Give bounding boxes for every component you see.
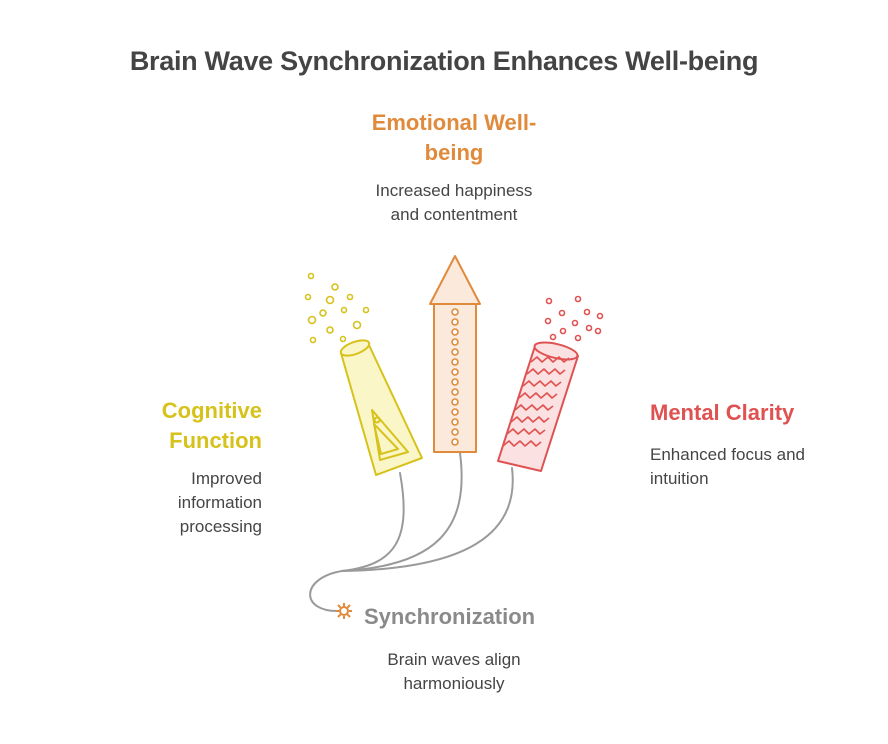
mental-clarity-heading: Mental Clarity: [650, 400, 795, 425]
mental-desc-line2: intuition: [650, 469, 709, 488]
mental-desc-line1: Enhanced focus and: [650, 445, 806, 464]
spark-icon: [336, 603, 352, 619]
cognitive-rocket-icon: [304, 272, 423, 476]
synchronization-desc-line1: Brain waves align: [387, 650, 521, 669]
fuse-to-cognitive: [341, 472, 405, 572]
emotional-desc-line1: Increased happiness: [375, 181, 533, 200]
emotional-rocket-icon: [429, 255, 481, 453]
tube-zigzags: [502, 356, 570, 447]
synchronization-heading: Synchronization: [364, 604, 536, 629]
cognitive-function-heading: Cognitive Function: [82, 396, 262, 456]
synchronization-description: Brain waves align harmoniously: [334, 648, 574, 696]
cognitive-heading-line2: Function: [169, 428, 262, 453]
rocket-nose-cone: [429, 255, 481, 305]
mental-sparks: [544, 295, 604, 342]
cognitive-desc-line2: information: [177, 493, 262, 512]
cognitive-heading-line1: Cognitive: [161, 398, 262, 423]
fuse-to-emotional: [341, 452, 463, 572]
emotional-desc-line2: and contentment: [390, 205, 518, 224]
mental-clarity-rocket-icon: [497, 295, 604, 472]
cognitive-sparks: [304, 272, 370, 344]
tube-top: [533, 341, 579, 361]
cognitive-desc-line3: processing: [179, 517, 262, 536]
synchronization-desc-line2: harmoniously: [403, 674, 505, 693]
cognitive-function-description: Improved information processing: [82, 467, 262, 539]
emotional-heading-line1: Emotional Well-: [371, 110, 537, 135]
emotional-heading-line2: being: [424, 140, 484, 165]
fuse-lines: [309, 452, 514, 613]
emotional-wellbeing-heading: Emotional Well- being: [344, 108, 564, 168]
emotional-wellbeing-description: Increased happiness and contentment: [344, 179, 564, 227]
rocket-dots: [451, 308, 459, 446]
mental-clarity-description: Enhanced focus and intuition: [650, 443, 870, 491]
cognitive-desc-line1: Improved: [191, 469, 262, 488]
cone-top: [339, 339, 371, 357]
page-title: Brain Wave Synchronization Enhances Well…: [129, 46, 759, 76]
fuse-to-mental: [341, 467, 514, 572]
fuse-main: [309, 570, 343, 613]
